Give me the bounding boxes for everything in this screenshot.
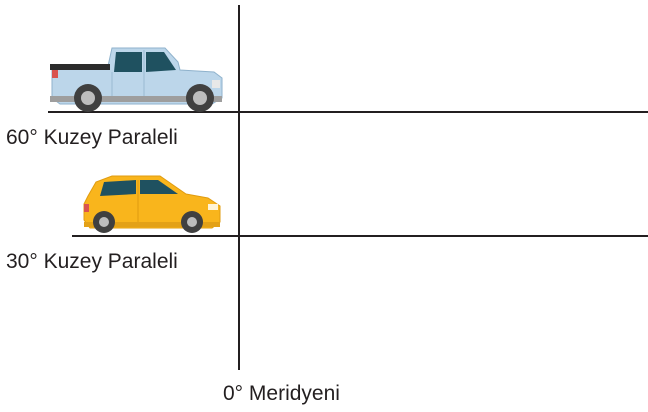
parallel-60-label: 60° Kuzey Paraleli (6, 126, 178, 149)
hatchback-car-icon (83, 175, 221, 233)
pickup-truck-icon (50, 47, 223, 112)
parallel-30-label: 30° Kuzey Paraleli (6, 250, 178, 273)
meridian-0-label: 0° Meridyeni (223, 382, 340, 405)
